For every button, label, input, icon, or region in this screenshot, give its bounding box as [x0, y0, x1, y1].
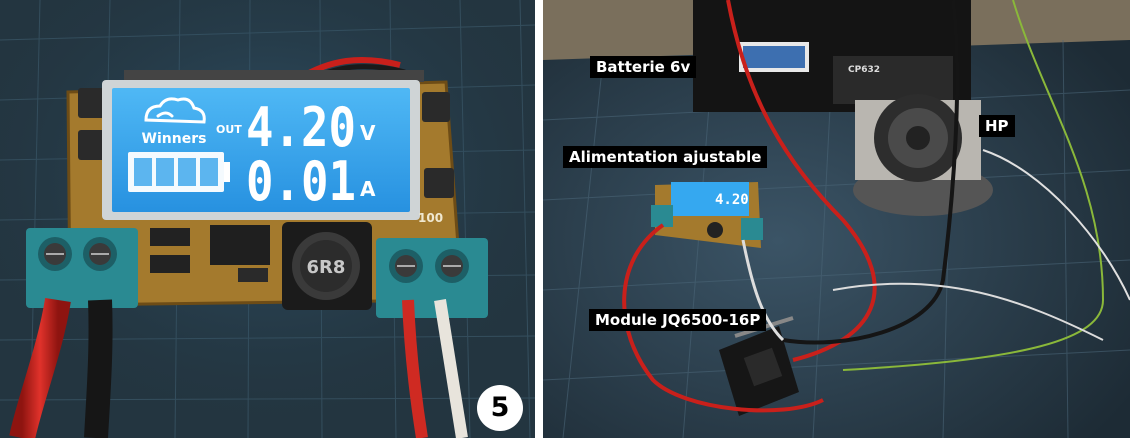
- pin-header: [124, 70, 424, 82]
- lcd-current-reading: 0.01: [246, 150, 356, 213]
- battery-red-wire: [726, 0, 877, 362]
- jq6500-module: [719, 316, 799, 416]
- smd-component: [150, 228, 190, 246]
- svg-text:4.20: 4.20: [715, 192, 749, 208]
- push-button-right-bottom: [424, 168, 454, 198]
- battery-model: CP632: [848, 65, 880, 75]
- module-red-wire: [622, 223, 824, 413]
- closeup-illustration: Winners OUT 4.20 V 0.01 A: [0, 0, 535, 438]
- module-white-wire: [741, 239, 785, 342]
- step-number-badge: 5: [477, 385, 523, 431]
- terminal-block-output: [376, 238, 488, 318]
- lcd-voltage-reading: 4.20: [246, 96, 356, 159]
- input-red-wire: [9, 297, 71, 438]
- lcd-voltage-unit: V: [360, 121, 376, 145]
- lcd-battery-icon: [128, 152, 230, 192]
- battery: CP632: [693, 0, 971, 112]
- power-module-small: 4.20: [651, 182, 763, 248]
- inductor-code: 6R8: [307, 257, 346, 278]
- push-button-left-top: [78, 88, 106, 118]
- terminal-block-input: [26, 228, 138, 308]
- output-white-wire: [434, 299, 468, 438]
- label-module: Module JQ6500-16P: [589, 309, 767, 331]
- lcd-current-unit: A: [360, 177, 376, 201]
- lcd-brand: Winners: [142, 131, 207, 147]
- lcd-out-label: OUT: [216, 123, 242, 136]
- input-black-wire: [84, 299, 113, 438]
- push-button-left-bottom: [78, 130, 106, 160]
- label-battery: Batterie 6v: [590, 56, 697, 78]
- battery-black-wire: [782, 0, 960, 345]
- label-speaker: HP: [979, 115, 1015, 137]
- speaker: [853, 94, 993, 216]
- push-button-right-top: [422, 92, 450, 122]
- cloud-logo-icon: [144, 97, 206, 124]
- photo-wiring-overview: CP632 4.20: [543, 0, 1130, 438]
- inductor: 6R8: [282, 222, 372, 310]
- regulator-chip: [210, 225, 270, 265]
- board-code: 100: [418, 211, 443, 225]
- output-red-wire: [402, 299, 428, 438]
- speaker-green-wire: [842, 0, 1105, 371]
- photo-power-module-closeup: Winners OUT 4.20 V 0.01 A: [0, 0, 535, 438]
- speaker-white-wire: [982, 149, 1130, 301]
- label-power-supply: Alimentation ajustable: [563, 146, 768, 168]
